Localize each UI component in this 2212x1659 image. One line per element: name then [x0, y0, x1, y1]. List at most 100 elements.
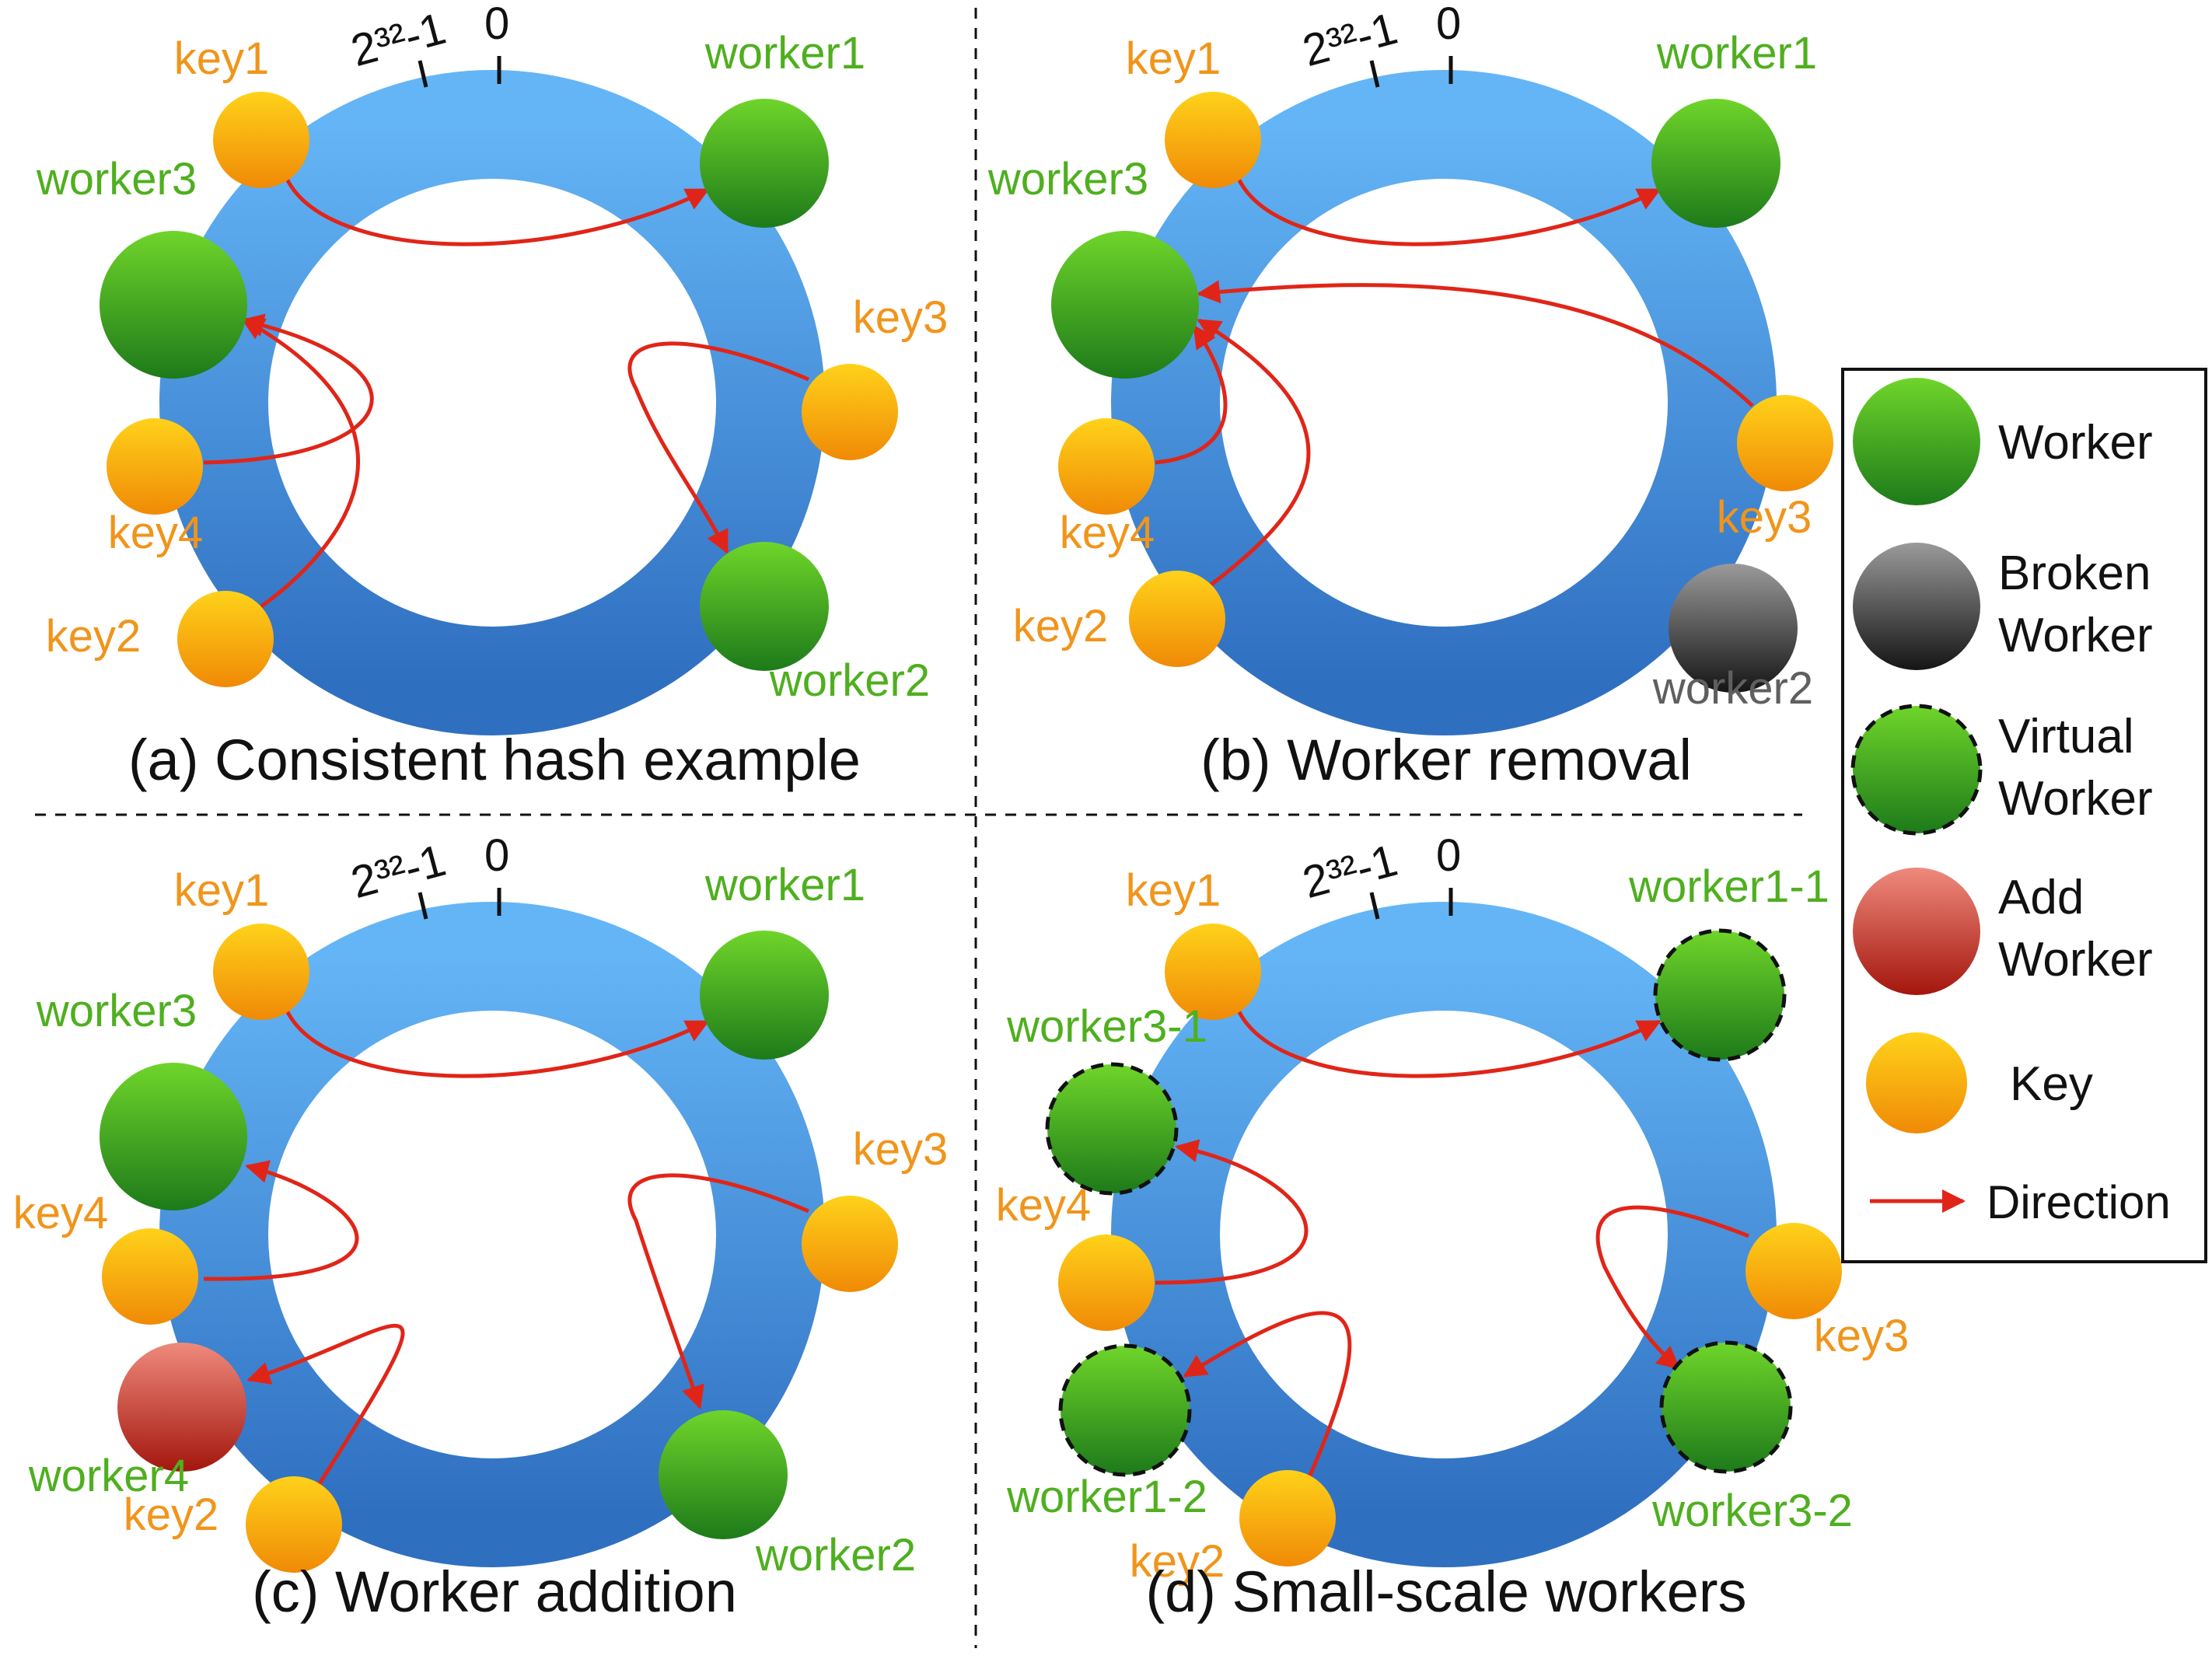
arrow-key4-to-worker3 — [1155, 324, 1228, 465]
hash-ring — [1111, 902, 1777, 1567]
arrow-key2-to-worker4 — [246, 1323, 405, 1486]
key-node-key3: key3 — [802, 292, 948, 460]
worker3-label: worker3 — [36, 154, 197, 204]
arrow-key2-to-worker3 — [240, 316, 360, 609]
added-circle — [117, 1343, 246, 1472]
arrow-key3-to-worker2 — [627, 341, 809, 554]
worker4-label: worker4 — [28, 1451, 189, 1501]
virtual-node-worker1-2: worker1-2 — [1006, 1343, 1207, 1522]
key3-label: key3 — [853, 1124, 949, 1175]
worker-node-worker2: worker2 — [700, 542, 930, 706]
key1-label: key1 — [174, 33, 270, 84]
legend-label: Add — [1998, 871, 2084, 924]
key-node-key1: key1 — [174, 865, 309, 1020]
key-circle — [1129, 571, 1225, 667]
legend-item-key: Key — [1866, 1032, 2093, 1133]
legend: WorkerBrokenWorkerVirtualWorkerAddWorker… — [1841, 368, 2207, 1263]
virtual-circle — [1045, 1062, 1179, 1196]
tick-max-label: 2³²-1 — [1298, 3, 1403, 76]
worker-node-worker1: worker1 — [1651, 28, 1817, 228]
key-circle — [802, 364, 898, 460]
worker-circle — [100, 231, 247, 379]
key2-label: key2 — [46, 611, 142, 662]
worker-circle — [1051, 231, 1199, 379]
tick-max-label: 2³²-1 — [1298, 835, 1403, 908]
key-circle — [1239, 1470, 1336, 1566]
key-node-key2: key2 — [1130, 1470, 1336, 1587]
legend-label: Worker — [1998, 609, 2153, 662]
key-node-key3: key3 — [802, 1124, 948, 1292]
key4-label: key4 — [108, 508, 204, 558]
worker3-label: worker3 — [987, 154, 1148, 204]
key-circle — [1058, 1235, 1155, 1331]
tick-max — [1369, 892, 1380, 920]
legend-label: Worker — [1998, 772, 2153, 826]
arrow-key3-to-worker3-2 — [1595, 1205, 1749, 1370]
key-node-key4: key4 — [13, 1188, 198, 1325]
key-circle — [177, 591, 274, 687]
key-circle — [246, 1476, 342, 1573]
hash-ring — [1111, 70, 1777, 735]
key-circle — [1737, 395, 1833, 491]
legend-item-arrow: Direction — [1870, 1176, 2171, 1228]
tick-max — [418, 60, 428, 88]
legend-key-circle — [1866, 1032, 1967, 1133]
virtual-node-worker1-1: worker1-1 — [1628, 861, 1829, 1062]
broken-circle — [1669, 564, 1798, 693]
virtual-circle — [1653, 928, 1787, 1062]
added-node-worker4: worker4 — [28, 1343, 246, 1501]
hash-ring — [159, 70, 825, 735]
worker3-label: worker3 — [36, 986, 197, 1036]
panel-b-caption: (b) Worker removal — [1200, 728, 1692, 792]
key-node-key3: key3 — [1717, 395, 1833, 543]
arrow-key3-to-worker2 — [627, 1173, 809, 1409]
key-node-key2: key2 — [46, 591, 274, 687]
legend-item-worker: Worker — [1853, 378, 2153, 505]
key1-label: key1 — [1126, 865, 1221, 916]
tick-max-label: 2³²-1 — [346, 3, 451, 76]
virtual-node-worker3-1: worker3-1 — [1006, 1001, 1207, 1196]
worker2-label: worker2 — [755, 1530, 916, 1580]
worker1-2-label: worker1-2 — [1006, 1472, 1207, 1522]
arrow-key1-to-worker1 — [284, 176, 710, 246]
key-node-key1: key1 — [174, 33, 309, 188]
key-circle — [107, 418, 203, 515]
key-circle — [213, 92, 309, 188]
virtual-circle — [1058, 1343, 1192, 1477]
virtual-node-worker3-2: worker3-2 — [1651, 1340, 1853, 1536]
legend-added-circle — [1853, 868, 1980, 995]
legend-label: Virtual — [1998, 710, 2134, 763]
worker-node-worker1: worker1 — [700, 28, 865, 228]
key-node-key4: key4 — [996, 1180, 1155, 1331]
legend-worker-circle — [1853, 378, 1980, 505]
worker1-label: worker1 — [704, 28, 865, 79]
key-node-key4: key4 — [1058, 418, 1155, 558]
tick-max — [418, 892, 428, 920]
arrow-key2-to-worker3 — [1197, 318, 1311, 589]
worker1-1-label: worker1-1 — [1628, 861, 1829, 912]
key1-label: key1 — [174, 865, 270, 916]
key-node-key2: key2 — [124, 1476, 342, 1573]
hash-ring — [159, 902, 825, 1567]
worker2-label: worker2 — [1652, 663, 1813, 714]
worker1-label: worker1 — [704, 860, 865, 910]
worker1-label: worker1 — [1656, 28, 1817, 79]
tick-max — [1369, 60, 1380, 88]
legend-label: Worker — [1998, 933, 2153, 987]
key-circle — [1165, 924, 1261, 1020]
worker-circle — [700, 99, 829, 228]
key-node-key4: key4 — [107, 418, 203, 558]
panel-d-caption: (d) Small-scale workers — [1145, 1559, 1746, 1624]
key2-label: key2 — [1130, 1536, 1225, 1587]
arrow-key4-to-worker3-1 — [1155, 1139, 1309, 1285]
arrow-key1-to-worker1-1 — [1235, 1008, 1662, 1078]
legend-label: Worker — [1998, 416, 2153, 470]
legend-label: Direction — [1987, 1176, 2171, 1228]
key4-label: key4 — [13, 1188, 109, 1238]
legend-label: Broken — [1998, 547, 2151, 600]
key-circle — [102, 1228, 198, 1325]
